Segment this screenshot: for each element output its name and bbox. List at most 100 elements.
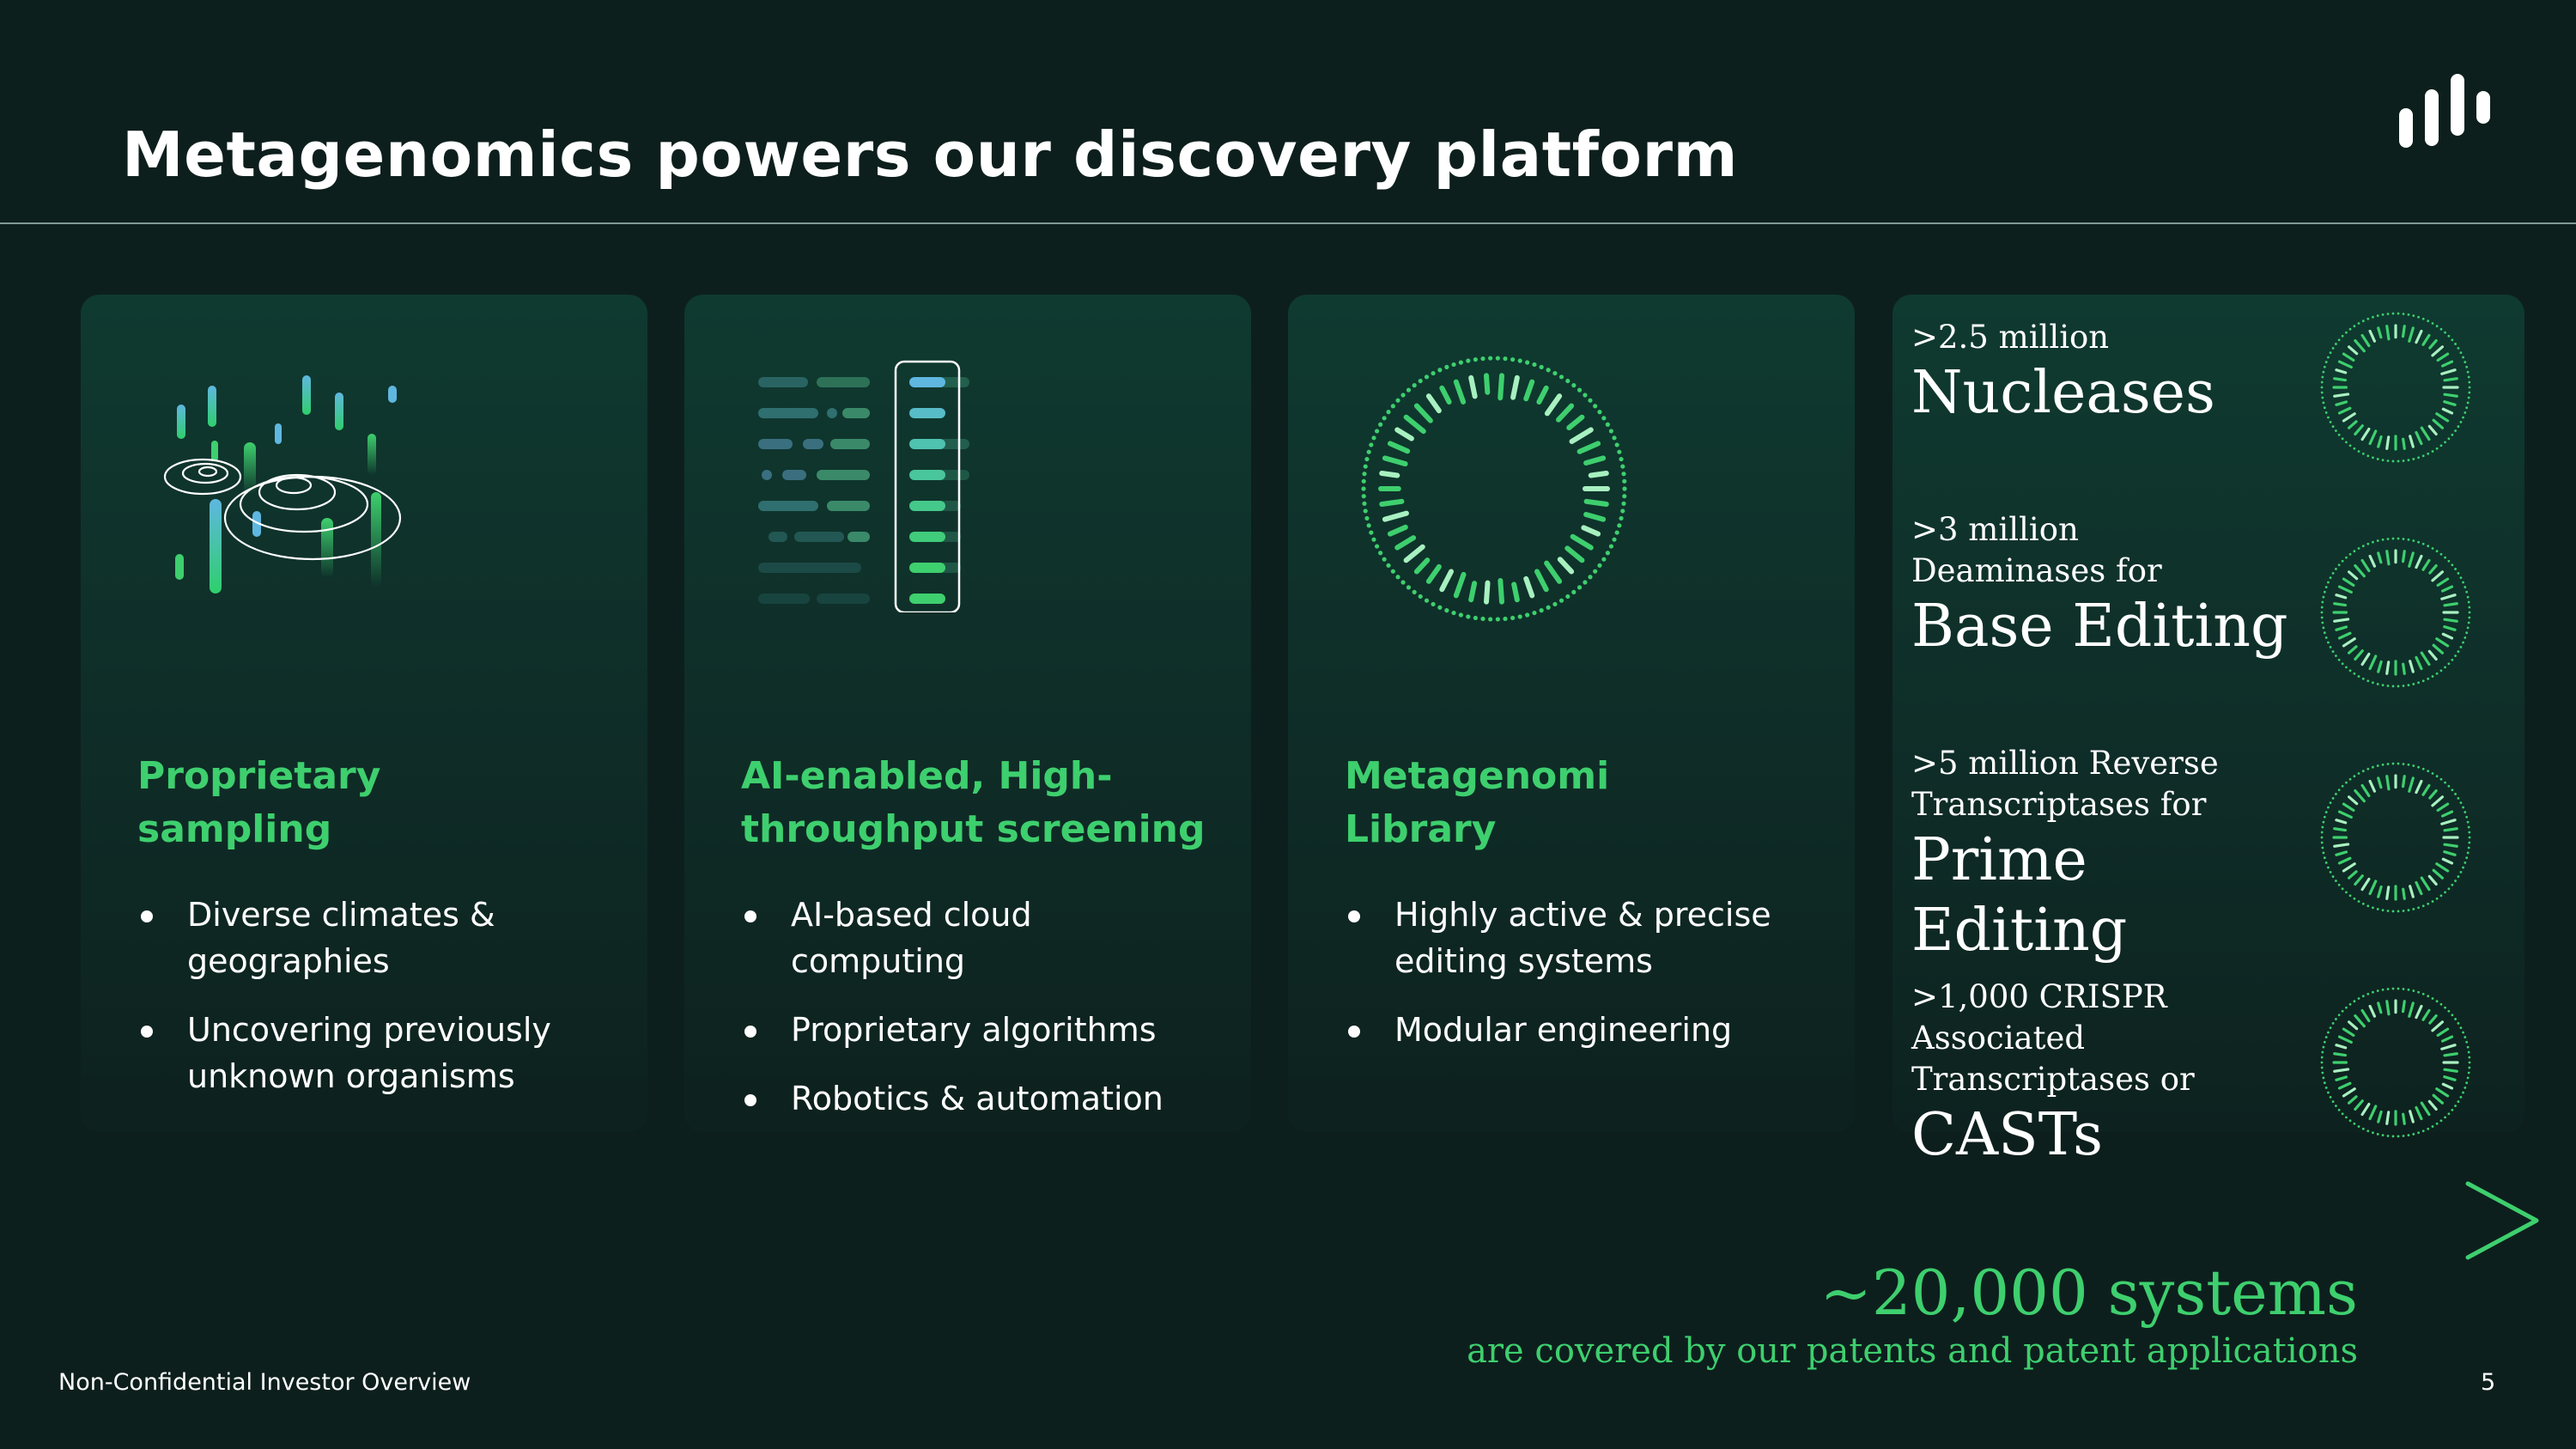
- ring-dot: [2327, 641, 2330, 644]
- ring-dot: [2372, 315, 2374, 319]
- ring-dot: [2386, 910, 2390, 912]
- ring-tick: [2337, 631, 2352, 640]
- ring-tick: [2360, 333, 2371, 348]
- system-type: Nucleases: [1911, 359, 2215, 427]
- ring-tick: [2420, 876, 2431, 892]
- ring-tick: [2342, 1087, 2356, 1098]
- ring-dot: [2320, 1066, 2324, 1069]
- ring-dot: [2386, 460, 2390, 462]
- ring-dot: [2376, 764, 2379, 767]
- system-prime-editing: >5 million Reverse Transcriptases for Pr…: [1911, 743, 2315, 966]
- ring-dot: [1362, 501, 1367, 506]
- ring-dot: [2417, 681, 2420, 685]
- ring-dot: [2361, 452, 2365, 455]
- ring-tick: [2402, 662, 2406, 675]
- ring-tick: [2420, 426, 2431, 441]
- ring-dot: [2353, 1122, 2356, 1125]
- ring-dot: [2348, 1002, 2352, 1006]
- ring-tick: [2432, 1093, 2445, 1105]
- ring-tick: [2368, 1105, 2378, 1121]
- ring-tick: [2440, 594, 2457, 600]
- ring-dot: [2407, 313, 2410, 316]
- prime-editing-ring-icon: [2320, 762, 2471, 913]
- ring-dot: [2447, 662, 2451, 666]
- ring-tick: [2415, 329, 2423, 344]
- ring-dot: [2397, 460, 2400, 463]
- ring-dot: [2457, 425, 2460, 428]
- ring-dot: [2412, 683, 2415, 685]
- ring-tick: [1588, 471, 1609, 478]
- ring-dot: [2427, 677, 2430, 680]
- total-systems: ~20,000 systems are covered by our paten…: [1467, 1256, 2358, 1373]
- ring-dot: [2361, 1127, 2365, 1130]
- ring-tick: [2440, 1035, 2454, 1043]
- ring-dot: [1480, 616, 1485, 622]
- ring-dot: [2329, 1095, 2332, 1099]
- ring-dot: [2447, 1009, 2451, 1013]
- ring-dot: [2372, 540, 2374, 544]
- ring-dot: [1431, 601, 1436, 607]
- ring-tick: [2427, 1099, 2438, 1111]
- ring-dot: [1532, 610, 1537, 616]
- ring-dot: [2324, 1036, 2328, 1038]
- ring-tick: [2443, 1052, 2458, 1057]
- ring-dot: [2376, 683, 2379, 685]
- progress-arrow-icon: [38, 1181, 2539, 1260]
- ring-dot: [2451, 1014, 2454, 1017]
- ring-dot: [1617, 523, 1622, 528]
- ring-dot: [2381, 909, 2385, 912]
- ring-dot: [2457, 347, 2460, 350]
- ring-tick: [2409, 1110, 2415, 1123]
- ring-dot: [1532, 362, 1537, 368]
- ring-dot: [1539, 608, 1544, 613]
- ring-dot: [2348, 777, 2352, 781]
- bullet-list: Diverse climates & geographies Uncoverin…: [137, 892, 618, 1122]
- ring-dot: [2462, 806, 2464, 809]
- ring-dot: [2407, 684, 2410, 687]
- ring-dot: [2348, 1119, 2352, 1123]
- ring-dot: [2402, 1135, 2405, 1137]
- ring-dot: [2444, 556, 2446, 559]
- ring-tick: [2354, 563, 2366, 578]
- ring-dot: [2465, 1081, 2469, 1085]
- ring-dot: [1558, 374, 1564, 380]
- ring-dot: [1437, 605, 1443, 610]
- ring-dot: [2444, 331, 2446, 334]
- ring-dot: [2412, 458, 2415, 460]
- page-title: Metagenomics powers our discovery platfo…: [122, 119, 1738, 191]
- ring-tick: [2432, 868, 2445, 880]
- ring-dot: [2464, 1087, 2467, 1089]
- ring-dot: [2323, 365, 2326, 368]
- ring-dot: [1619, 515, 1624, 521]
- ring-dot: [2335, 793, 2337, 795]
- ring-dot: [2431, 1125, 2434, 1128]
- ring-tick: [2347, 870, 2358, 880]
- ring-dot: [2357, 900, 2360, 903]
- ring-dot: [2466, 401, 2470, 405]
- ring-dot: [2331, 425, 2335, 428]
- ring-dot: [2376, 458, 2379, 460]
- ring-dot: [2462, 641, 2464, 644]
- ring-dot: [2465, 856, 2469, 860]
- ring-dot: [2320, 381, 2324, 384]
- sampling-illustration-icon: [163, 375, 402, 594]
- ring-dot: [1480, 356, 1485, 362]
- ring-tick: [2443, 393, 2458, 398]
- ring-dot: [2421, 1129, 2425, 1133]
- ring-dot: [2320, 831, 2324, 834]
- ring-dot: [1565, 378, 1571, 384]
- ring-dot: [2335, 1018, 2337, 1020]
- ring-dot: [2468, 1066, 2471, 1069]
- ring-dot: [2345, 441, 2348, 444]
- ring-tick: [1403, 414, 1426, 435]
- ring-tick: [2368, 329, 2377, 343]
- ring-dot: [2331, 1100, 2335, 1103]
- systems-summary-card: >2.5 million Nucleases >3 million Deamin…: [1893, 295, 2524, 1169]
- ring-dot: [1588, 398, 1593, 403]
- ring-tick: [1468, 581, 1478, 603]
- ring-dot: [2327, 866, 2330, 869]
- ring-dot: [1517, 358, 1522, 363]
- ring-tick: [2347, 570, 2359, 581]
- system-casts: >1,000 CRISPR Associated Transcriptases …: [1911, 977, 2315, 1171]
- ring-dot: [2320, 606, 2324, 609]
